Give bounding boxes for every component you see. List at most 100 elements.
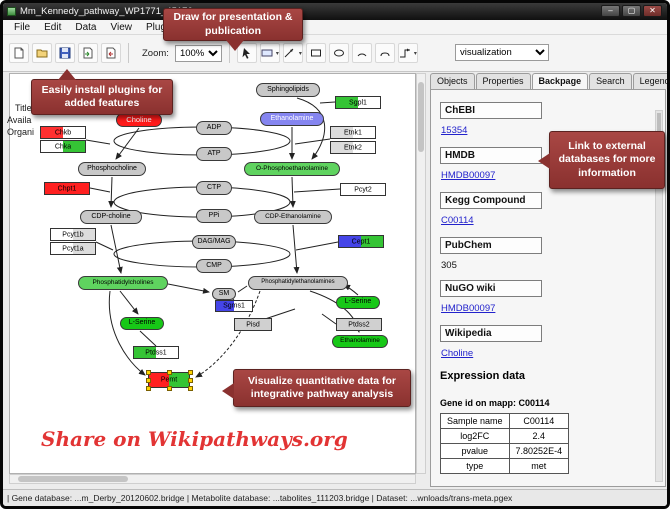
tab-objects[interactable]: Objects (430, 73, 475, 89)
external-link[interactable]: HMDB00097 (441, 170, 496, 181)
gene-node-pcyt1b[interactable]: Pcyt1b (50, 228, 96, 241)
selection-handle[interactable] (167, 370, 172, 375)
gene-label: Pemt (160, 376, 178, 384)
external-link[interactable]: 15354 (441, 125, 468, 136)
metabolite-node-l-serine[interactable]: L-Serine (336, 296, 380, 309)
external-link[interactable]: C00114 (441, 215, 474, 226)
tab-backpage[interactable]: Backpage (531, 73, 589, 89)
canvas-vertical-scrollbar[interactable] (416, 73, 426, 474)
expression-half-right (358, 97, 380, 108)
metabolite-node-o-phosphoethanolamine[interactable]: O-Phosphoethanolamine (244, 162, 340, 176)
arc-icon (357, 53, 367, 57)
metabolite-node-ppi[interactable]: PPi (196, 209, 232, 223)
metabolite-node-ctp[interactable]: CTP (196, 181, 232, 195)
zoom-select[interactable]: 100% (174, 44, 222, 62)
menu-item-plugins[interactable]: Plugins (139, 22, 186, 33)
gene-node-ptdss2[interactable]: Ptdss2 (336, 318, 382, 331)
metabolite-node-phosphocholine[interactable]: Phosphocholine (78, 162, 146, 176)
minimize-button[interactable]: – (601, 5, 620, 17)
brace-tool-button[interactable] (374, 43, 395, 63)
metabolite-node-cmp[interactable]: CMP (196, 259, 232, 273)
close-button[interactable]: ✕ (643, 5, 662, 17)
metabolite-node-ethanolamine[interactable]: Ethanolamine (260, 112, 324, 126)
maximize-button[interactable]: ▢ (622, 5, 641, 17)
export-icon (106, 47, 116, 59)
gene-node-etnk2[interactable]: Etnk2 (330, 141, 376, 154)
visualization-select[interactable]: visualization (455, 44, 549, 61)
gene-node-sgpl1[interactable]: Sgpl1 (335, 96, 381, 109)
canvas-horizontal-scrollbar[interactable] (9, 474, 416, 484)
table-cell: 2.4 (508, 428, 570, 444)
vertical-scroll-thumb[interactable] (418, 82, 424, 152)
expression-half-right (67, 183, 89, 194)
selection-handle[interactable] (188, 370, 193, 375)
tab-properties[interactable]: Properties (475, 73, 531, 89)
external-link[interactable]: HMDB00097 (441, 303, 496, 314)
gene-label: Pcyt2 (354, 185, 372, 193)
toolbar-separator (128, 43, 129, 63)
menu-item-view[interactable]: View (110, 21, 132, 33)
arc-tool-button[interactable] (351, 43, 372, 63)
expression-half-left (41, 141, 63, 152)
rectangle-tool-button[interactable] (305, 43, 326, 63)
open-file-button[interactable] (32, 43, 52, 63)
metabolite-node-adp[interactable]: ADP (196, 121, 232, 135)
menu-item-file[interactable]: File (14, 21, 31, 33)
metabolite-node-cdp-choline[interactable]: CDP-choline (80, 210, 142, 224)
side-label-title: Title: (15, 103, 35, 113)
gene-node-sgms1[interactable]: Sgms1 (215, 300, 253, 312)
external-link[interactable]: Choline (441, 348, 474, 359)
selection-handle[interactable] (146, 370, 151, 375)
gene-node-cept1[interactable]: Cept1 (338, 235, 384, 248)
gene-node-pcyt1a[interactable]: Pcyt1a (50, 242, 96, 255)
connector-tool-button[interactable]: ▾ (397, 43, 418, 63)
metabolite-node-cdp-ethanolamine[interactable]: CDP-Ethanolamine (254, 210, 332, 224)
selection-handle[interactable] (146, 386, 151, 391)
ellipse-tool-button[interactable] (328, 43, 349, 63)
dropdown-arrow-icon: ▾ (298, 50, 302, 57)
gene-node-ptdss1[interactable]: Ptdss1 (133, 346, 179, 359)
gene-node-etnk1[interactable]: Etnk1 (330, 126, 376, 139)
gene-node-chka[interactable]: Chka (40, 140, 86, 153)
tab-legend[interactable]: Legend (632, 73, 667, 89)
gene-node-pisd[interactable]: Pisd (234, 318, 272, 331)
tab-search[interactable]: Search (589, 73, 632, 89)
selection-handle[interactable] (167, 386, 172, 391)
metabolite-node-ethanolamine[interactable]: Ethanolamine (332, 335, 388, 348)
gene-label: Chkb (54, 128, 72, 136)
metabolite-node-sm[interactable]: SM (212, 288, 236, 300)
export-button[interactable] (101, 43, 121, 63)
datanode-tool-button[interactable]: ▾ (259, 43, 280, 63)
metabolite-node-dag-mag[interactable]: DAG/MAG (192, 235, 236, 249)
metabolite-node-atp[interactable]: ATP (196, 147, 232, 161)
metabolite-node-l-serine[interactable]: L-Serine (120, 317, 164, 330)
gene-node-pcyt2[interactable]: Pcyt2 (340, 183, 386, 196)
gene-node-pemt[interactable]: Pemt (146, 370, 193, 391)
metabolite-node-phosphatidylethanolamines[interactable]: Phosphatidylethanolamines (248, 276, 348, 290)
menu-item-edit[interactable]: Edit (44, 21, 62, 33)
save-button[interactable] (55, 43, 75, 63)
selection-handle[interactable] (188, 386, 193, 391)
expression-half-left (41, 127, 63, 138)
expression-half-left (341, 184, 363, 195)
callout-pointer (226, 40, 244, 51)
line-tool-button[interactable]: ▾ (282, 43, 303, 63)
metabolite-node-sphingolipids[interactable]: Sphingolipids (256, 83, 320, 97)
metabolite-node-choline[interactable]: Choline (116, 113, 162, 127)
horizontal-scroll-thumb[interactable] (18, 476, 128, 482)
expression-half-left (337, 319, 359, 330)
import-button[interactable] (78, 43, 98, 63)
gene-node-chpt1[interactable]: Chpt1 (44, 182, 90, 195)
selection-handle[interactable] (188, 378, 193, 383)
connector-icon (399, 48, 410, 58)
gene-node-chkb[interactable]: Chkb (40, 126, 86, 139)
expression-half-right (361, 236, 383, 247)
expression-half-left (51, 243, 73, 254)
zoom-label: Zoom: (142, 47, 169, 59)
title-bar[interactable]: Mm_Kennedy_pathway_WP1771_45176.gp – ▢ ✕ (3, 3, 667, 20)
metabolite-node-phosphatidylcholines[interactable]: Phosphatidylcholines (78, 276, 168, 290)
menu-item-data[interactable]: Data (75, 21, 97, 33)
selection-handle[interactable] (146, 378, 151, 383)
new-file-button[interactable] (9, 43, 29, 63)
